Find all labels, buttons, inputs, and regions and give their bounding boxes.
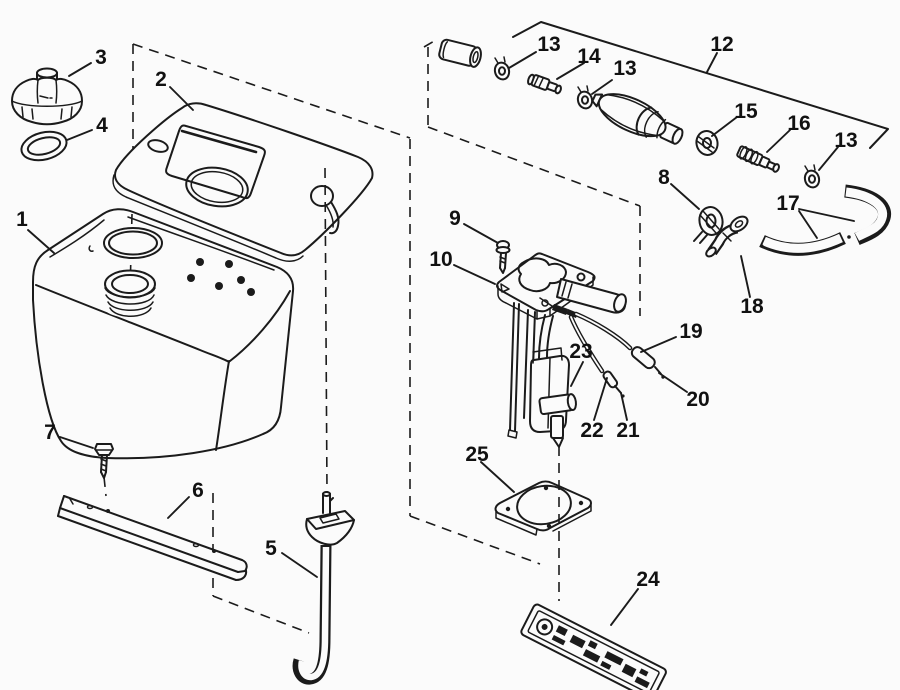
oil-tank-drawing — [32, 208, 295, 460]
callout-elbow-fitting: 18 — [740, 295, 764, 318]
callout-tank-cover: 2 — [155, 68, 167, 91]
callout-pump-screw: 9 — [449, 207, 461, 230]
callout-wire-b-lead: 21 — [616, 419, 640, 442]
decal-plate-drawing — [520, 603, 667, 690]
pickup-centerline-dashed — [324, 167, 328, 494]
elbow-fitting-drawing — [705, 215, 749, 258]
clamp-small-drawing — [695, 130, 719, 156]
callout-pickup-tube: 5 — [265, 537, 277, 560]
barb-connector-drawing — [736, 145, 780, 173]
callout-leader-lines — [27, 51, 855, 626]
clip-a-drawing — [493, 56, 511, 81]
callout-hose-pair: 17 — [776, 192, 799, 215]
callout-wire-b: 22 — [580, 419, 603, 442]
callout-mounting-bracket: 6 — [192, 479, 204, 502]
callout-clip-a: 13 — [537, 33, 560, 56]
callout-hose-kit: 12 — [710, 33, 733, 56]
pickup-tube-drawing — [292, 491, 355, 685]
callout-pump-hose: 23 — [569, 340, 592, 363]
callout-oil-tank: 1 — [16, 208, 28, 231]
filler-cap-drawing — [11, 67, 83, 126]
hose-pair-drawing — [759, 184, 892, 256]
cap-retainer-ring-drawing — [20, 130, 68, 162]
callout-gasket: 25 — [465, 443, 489, 466]
callout-wire-connector: 19 — [679, 320, 702, 343]
callout-pump-assembly: 10 — [429, 248, 452, 271]
clip-b-drawing — [576, 85, 594, 110]
tank-filler-neck — [103, 227, 163, 318]
gasket-drawing — [494, 480, 592, 536]
callout-filler-cap: 3 — [95, 46, 107, 69]
callout-clip-b: 13 — [613, 57, 636, 80]
callout-decal-plate: 24 — [636, 568, 660, 591]
callout-barb-connector: 16 — [787, 112, 810, 135]
pump-screw-drawing — [495, 240, 511, 274]
pump-wires-drawing — [568, 311, 665, 398]
kit-bracket-line — [512, 21, 889, 149]
callout-clamp-large: 8 — [658, 166, 670, 189]
tank-cover-drawing — [112, 102, 374, 262]
callout-clamp-small: 15 — [734, 100, 758, 123]
callout-clip-c: 13 — [834, 129, 857, 152]
kit-sleeve-drawing — [438, 38, 482, 68]
pump-assembly-drawing — [496, 252, 627, 448]
callout-cap-retainer-ring: 4 — [96, 114, 108, 137]
mounting-bracket-drawing — [57, 495, 248, 581]
bracket-screw-drawing — [94, 443, 114, 479]
callout-labels: 3 2 4 1 13 14 13 12 15 16 13 8 17 9 10 1… — [16, 33, 858, 591]
clamp-large-drawing — [693, 206, 724, 244]
inline-fitting-drawing — [527, 73, 562, 95]
callout-bracket-screw: 7 — [44, 421, 56, 444]
callout-wire-lead: 20 — [686, 388, 709, 411]
clip-c-drawing — [803, 164, 821, 189]
primer-bulb-drawing — [591, 93, 684, 145]
callout-inline-fitting: 14 — [577, 45, 601, 68]
